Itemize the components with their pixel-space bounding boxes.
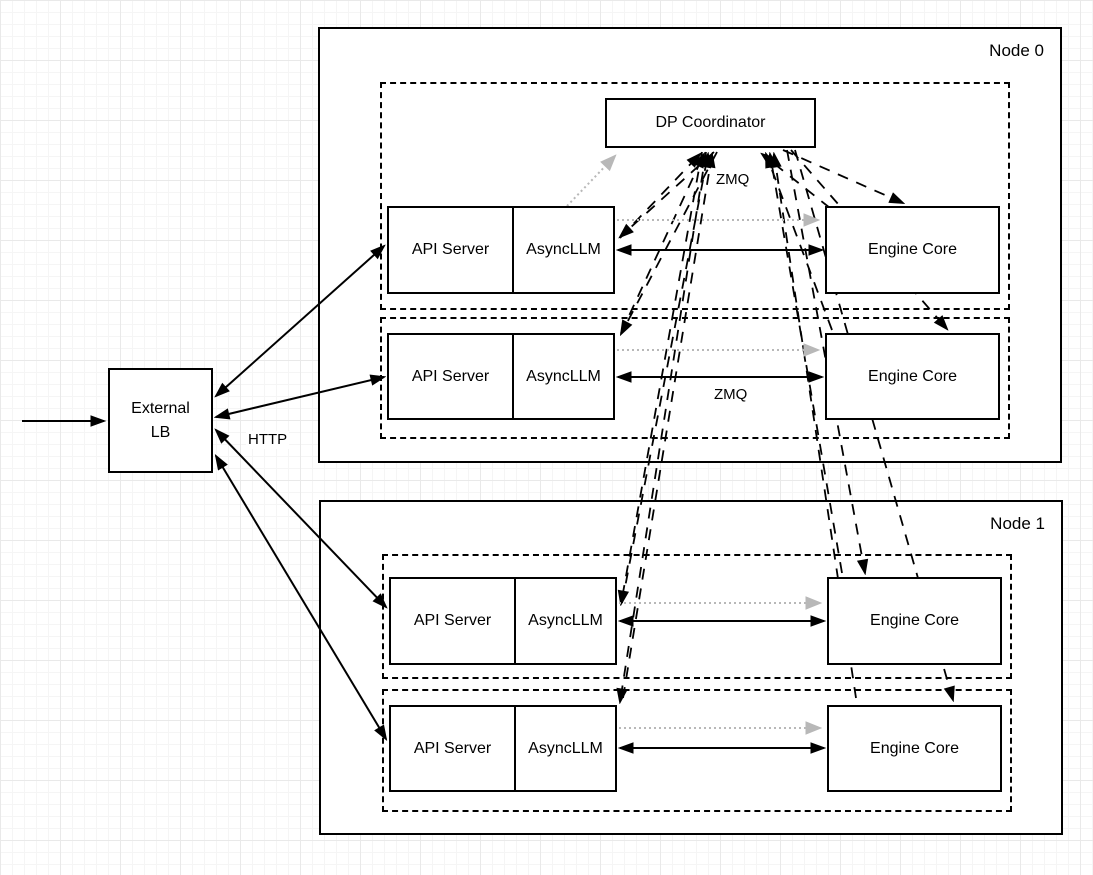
- api-asyncllm-box-n1r1: API Server AsyncLLM: [389, 705, 617, 792]
- dp-engine1-down: [782, 149, 903, 203]
- dp-async1-down: [620, 151, 715, 237]
- lb-api2-link: [216, 377, 384, 417]
- async4-dp-up: [622, 154, 712, 699]
- async3-dp-up: [621, 154, 708, 604]
- http-label: HTTP: [246, 431, 290, 449]
- node1-label: Node 1: [990, 514, 1045, 533]
- lb-api1-link: [216, 246, 384, 396]
- async1-dp-dotted: [566, 156, 615, 207]
- engine-core-box-n0r1: Engine Core: [825, 333, 1000, 420]
- async2-dp-up: [620, 154, 704, 334]
- asyncllm-label: AsyncLLM: [528, 739, 603, 757]
- api-server-label: API Server: [389, 208, 514, 292]
- engine-core-box-n0r0: Engine Core: [825, 206, 1000, 294]
- dp-coordinator-box: DP Coordinator: [605, 98, 816, 148]
- engine2-dp-up: [766, 154, 833, 331]
- asyncllm-label: AsyncLLM: [526, 241, 601, 258]
- engine3-dp-up: [770, 154, 843, 574]
- engine-core-box-n1r1: Engine Core: [827, 705, 1002, 792]
- api-server-label: API Server: [389, 335, 514, 418]
- node0-label: Node 0: [989, 41, 1044, 60]
- api-server-label: API Server: [391, 707, 516, 790]
- api-server-label: API Server: [391, 579, 516, 663]
- zmq-label-mid: ZMQ: [712, 386, 750, 404]
- dp-async3-down: [621, 151, 703, 604]
- external-lb-label-line1: External: [131, 399, 190, 417]
- api-asyncllm-box-n1r0: API Server AsyncLLM: [389, 577, 617, 665]
- node0-group-row0: [380, 82, 1010, 310]
- lb-api3-link: [216, 430, 386, 607]
- api-asyncllm-box-n0r1: API Server AsyncLLM: [387, 333, 615, 420]
- external-lb-box: External LB: [108, 368, 213, 473]
- engine1-dp-up: [762, 154, 831, 209]
- asyncllm-label: AsyncLLM: [528, 612, 603, 629]
- external-lb-label-line2: LB: [150, 423, 171, 441]
- lb-api4-link: [216, 456, 386, 739]
- asyncllm-label: AsyncLLM: [526, 367, 601, 385]
- dp-async4-down: [620, 151, 707, 702]
- engine-core-box-n1r0: Engine Core: [827, 577, 1002, 665]
- zmq-label-top: ZMQ: [714, 171, 752, 189]
- api-asyncllm-box-n0r0: API Server AsyncLLM: [387, 206, 615, 294]
- dp-engine4-down: [794, 149, 953, 700]
- dp-async2-down: [621, 151, 718, 334]
- node1-group-row1: [382, 689, 1012, 812]
